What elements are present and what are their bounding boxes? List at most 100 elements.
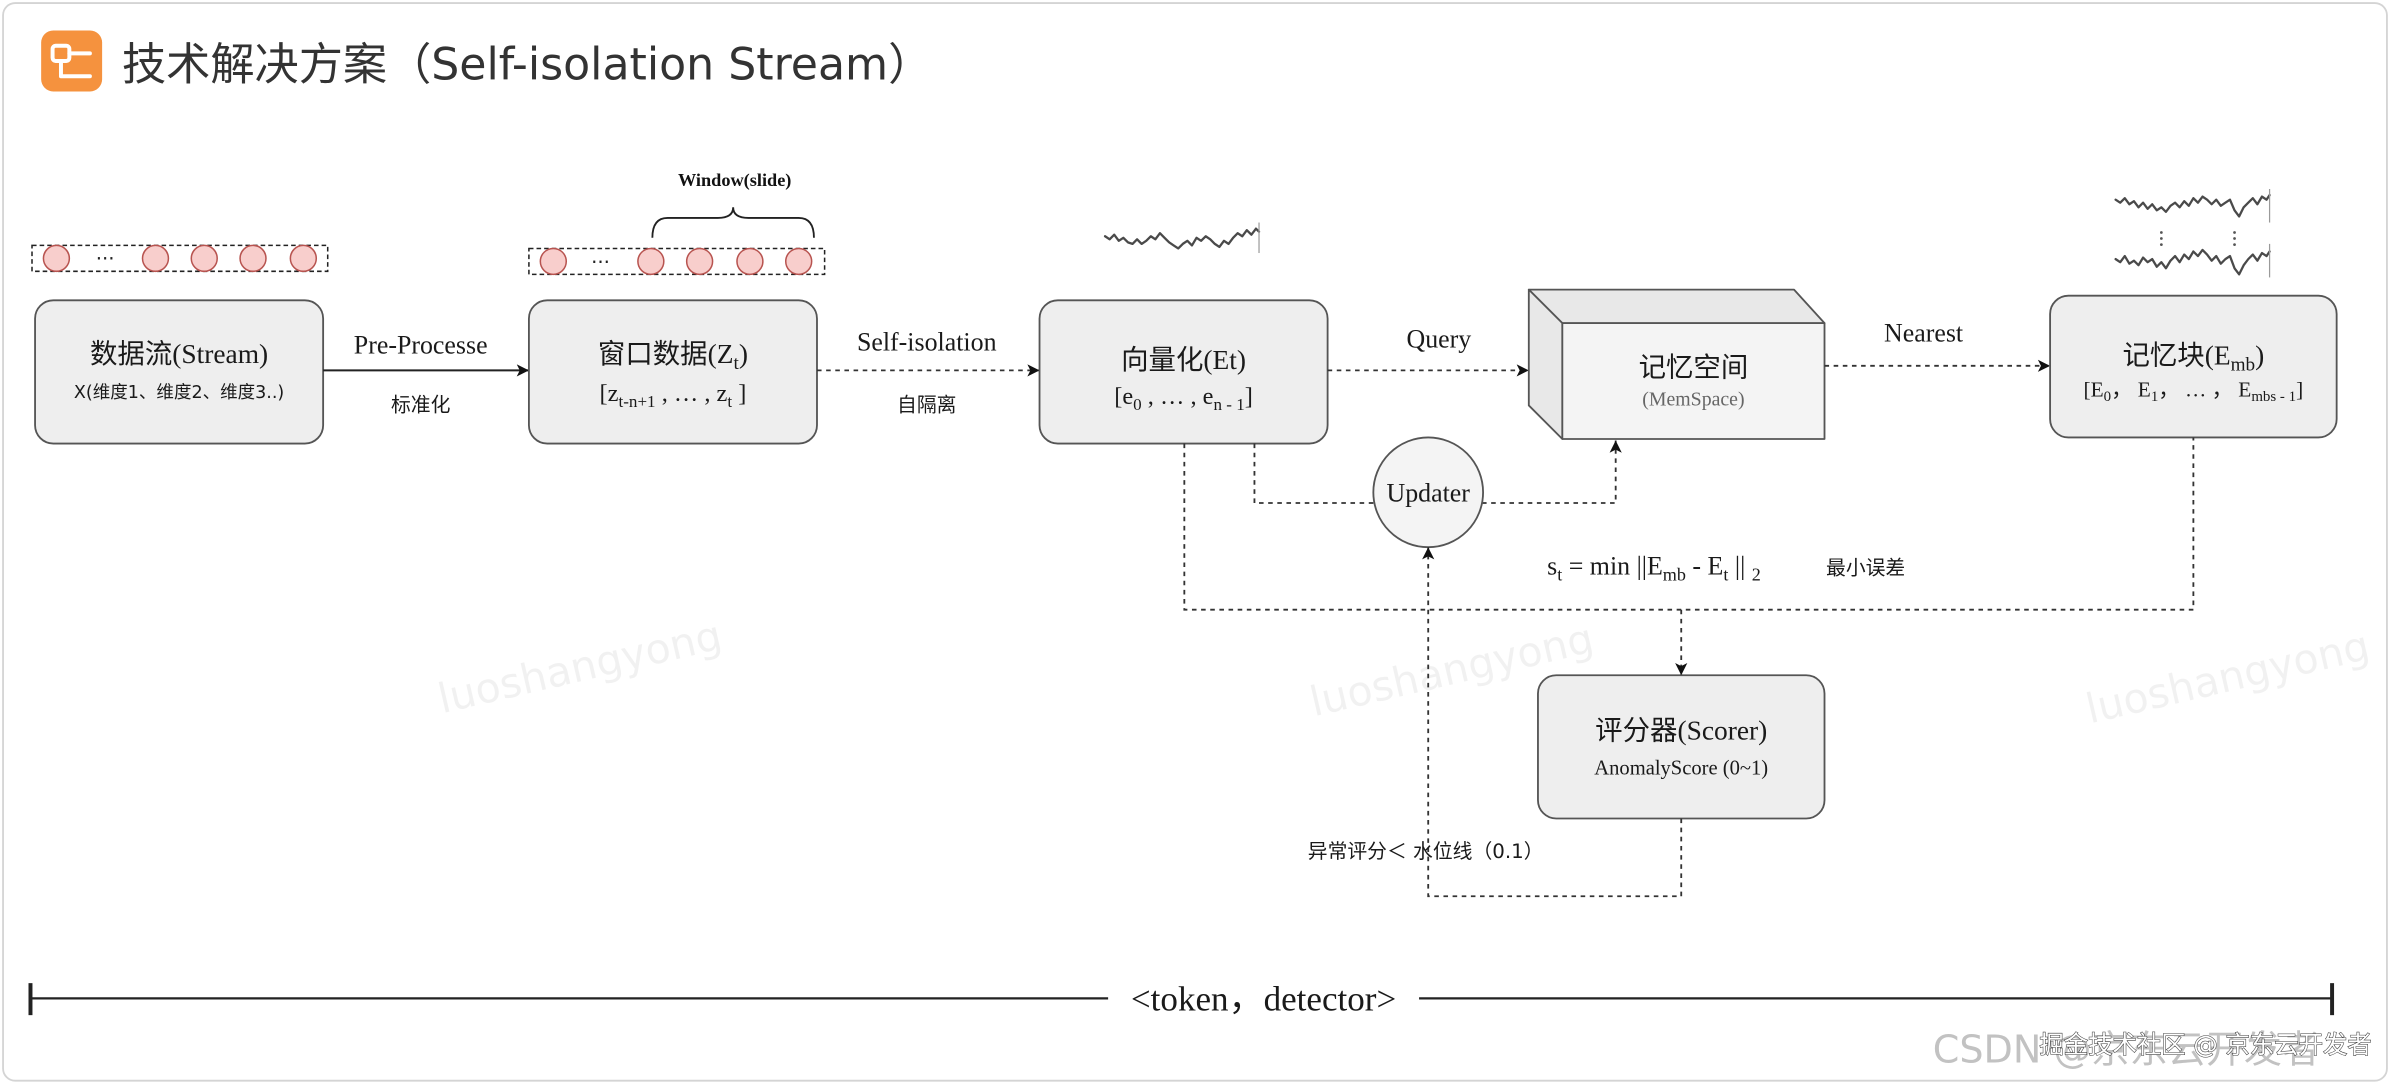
title-text: ) — [739, 339, 748, 369]
header: 技术解决方案（Self-isolation Stream） — [41, 30, 932, 92]
edge-vector-to-memspace: Query — [1327, 325, 1529, 377]
node-window-box — [527, 299, 818, 445]
subtitle-text: [z — [600, 380, 619, 407]
formula-subscript: t — [1723, 565, 1728, 585]
edge-scorer-to-updater: 异常评分＜ 水位线（0.1） — [1308, 547, 1683, 898]
page-title: 技术解决方案（Self-isolation Stream） — [122, 39, 932, 90]
subtitle-subscript: 1 — [2151, 389, 2158, 405]
token-circle — [736, 247, 764, 276]
node-scorer-box — [1537, 674, 1826, 820]
sparkline-series — [2114, 193, 2271, 218]
edge-sublabel: 标准化 — [391, 394, 451, 417]
edge-label: 异常评分＜ 水位线（0.1） — [1308, 840, 1544, 863]
formula-subscript: 2 — [1752, 565, 1761, 585]
edge-stream-to-window: Pre-Processe 标准化 — [323, 331, 529, 417]
subtitle-subscript: t-n+1 — [618, 392, 655, 411]
formula-note: 最小误差 — [1826, 557, 1905, 580]
platform-watermarks: CSDN @京东云开发者 掘金技术社区 @ 京东云开发者 — [1933, 1027, 2373, 1071]
title-text: 窗口数据(Z — [598, 339, 734, 369]
edge-label: Nearest — [1884, 318, 1964, 347]
memspace-top-face — [1527, 288, 1826, 325]
title-text: ) — [2255, 340, 2264, 370]
vertical-ellipsis-icon — [2159, 231, 2163, 247]
subtitle-subscript: 0 — [1133, 395, 1142, 414]
token-row-frame — [31, 244, 329, 273]
node-window-title: 窗口数据(Zt) — [598, 339, 748, 374]
token-row-frame — [528, 247, 826, 276]
formula-text: st = min ||Emb - Et || 2 — [1547, 552, 1761, 585]
formula-subscript: t — [1557, 565, 1562, 585]
node-window: 窗口数据(Zt) [zt-n+1 , … , zt ] — [527, 299, 818, 445]
token-ellipsis: ··· — [96, 247, 115, 270]
node-memspace: 记忆空间 (MemSpace) — [1527, 288, 1826, 440]
token-detector-timeline: <token，detector> — [28, 977, 2335, 1020]
node-scorer-subtitle: AnomalyScore (0~1) — [1594, 757, 1768, 779]
node-stream-subtitle: X(维度1、维度2、维度3..) — [74, 383, 284, 403]
edge-line — [1482, 440, 1622, 504]
window-token-row: ··· — [528, 247, 826, 276]
timeline-label: <token，detector> — [1131, 980, 1396, 1019]
memblock-sparklines — [2114, 189, 2271, 278]
edge-label: Pre-Processe — [354, 331, 488, 360]
edge-line — [1253, 443, 1375, 504]
subtitle-text: [e — [1114, 383, 1133, 410]
subtitle-text: ] — [732, 380, 746, 407]
formula-part: || — [1728, 552, 1751, 581]
subtitle-text: , … , e — [1142, 383, 1214, 410]
edge-distance-to-scorer — [1183, 437, 2195, 676]
node-vector-subtitle: [e0 , … , en - 1] — [1114, 383, 1253, 414]
node-window-subtitle: [zt-n+1 , … , zt ] — [600, 380, 747, 411]
node-scorer-title: 评分器(Scorer) — [1595, 715, 1767, 745]
node-updater-title: Updater — [1386, 478, 1470, 507]
edge-line — [1183, 437, 2195, 611]
edge-sublabel: 自隔离 — [897, 394, 956, 417]
token-circle — [239, 244, 267, 273]
subtitle-text: , … , z — [656, 380, 728, 407]
flowchart-icon — [41, 30, 103, 92]
subtitle-text: ， … ， E — [2158, 377, 2251, 401]
node-scorer: 评分器(Scorer) AnomalyScore (0~1) — [1537, 674, 1826, 820]
formula-part: s — [1547, 552, 1557, 581]
subtitle-text: ， E — [2111, 377, 2151, 401]
title-subscript: t — [733, 353, 739, 374]
distance-formula: st = min ||Emb - Et || 2 最小误差 — [1547, 552, 1905, 585]
token-circle — [637, 247, 665, 276]
node-memspace-subtitle: (MemSpace) — [1642, 388, 1744, 410]
subtitle-text: [E — [2084, 377, 2104, 401]
stream-token-row: ··· — [31, 244, 329, 273]
node-updater: Updater — [1372, 436, 1484, 549]
node-vector-title: 向量化(Et) — [1121, 345, 1246, 375]
edge-label: Self-isolation — [857, 328, 997, 357]
token-circle — [539, 247, 568, 276]
title-subscript: mb — [2231, 354, 2256, 375]
edge-window-to-vector: Self-isolation 自隔离 — [816, 328, 1040, 417]
token-circle — [685, 247, 714, 276]
sparkline-series — [1103, 227, 1261, 250]
node-memblock-title: 记忆块(Emb) — [2122, 340, 2264, 375]
vector-sparkline — [1103, 222, 1261, 254]
subtitle-subscript: mbs - 1 — [2251, 389, 2296, 405]
edge-updater-to-memspace — [1482, 440, 1622, 504]
edge-vector-to-updater — [1253, 443, 1375, 504]
node-vector: 向量化(Et) [e0 , … , en - 1] — [1038, 299, 1329, 445]
sparkline-series — [2114, 248, 2271, 276]
subtitle-subscript: 0 — [2104, 389, 2111, 405]
node-memspace-title: 记忆空间 — [1639, 352, 1749, 382]
subtitle-subscript: n - 1 — [1213, 395, 1244, 414]
formula-part: = min ||E — [1562, 552, 1663, 581]
token-circle — [190, 244, 218, 273]
title-text: 记忆块(E — [2122, 340, 2230, 370]
juejin-watermark: 掘金技术社区 @ 京东云开发者 — [2039, 1030, 2371, 1059]
edge-memspace-to-memblock: Nearest — [1824, 318, 2051, 372]
token-ellipsis: ··· — [591, 250, 610, 273]
token-circle — [42, 244, 71, 273]
edge-line — [1422, 547, 1683, 898]
csdn-watermark: CSDN @京东云开发者 — [1933, 1027, 2320, 1071]
timeline-label-background — [1108, 977, 1420, 1020]
edge-label: Query — [1407, 325, 1472, 354]
token-circle — [289, 244, 318, 273]
curly-brace — [651, 207, 815, 238]
vertical-ellipsis-icon — [2233, 231, 2236, 247]
